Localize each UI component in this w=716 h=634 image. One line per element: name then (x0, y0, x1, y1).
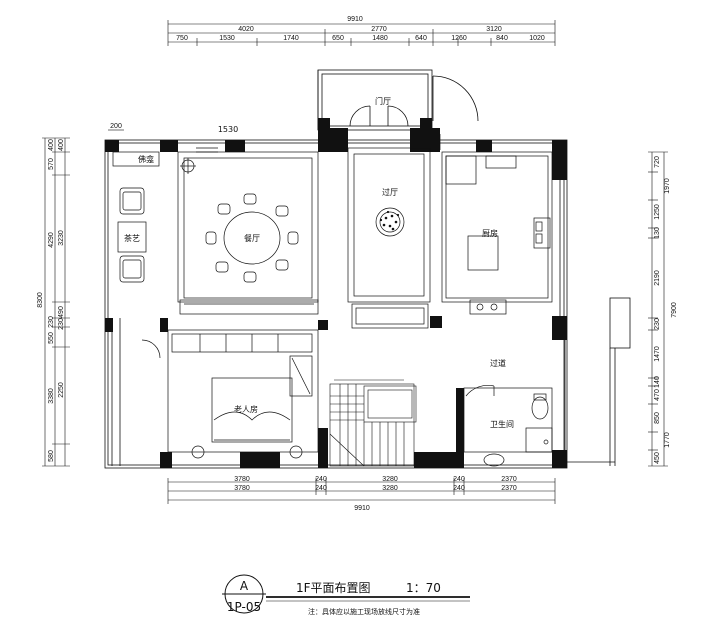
dining-room (177, 147, 319, 315)
dim-left-o6: 3380 (48, 388, 55, 404)
dim-bot-r2-4: 240 (453, 485, 465, 492)
dim-right-total: 7900 (671, 302, 678, 318)
bathroom (463, 385, 553, 467)
dim-left-i4: 230 (58, 318, 65, 330)
bottom-dimensions (167, 478, 556, 504)
room-elder-label: 老人房 (234, 404, 258, 414)
dim-top-r3-5: 1480 (372, 35, 388, 42)
dim-right-9: 470 (654, 389, 661, 401)
room-bathroom-label: 卫生间 (490, 419, 514, 429)
room-dining-label: 餐厅 (244, 234, 260, 243)
dim-top-r2-1: 4020 (238, 26, 254, 33)
dim-bot-r1-4: 240 (453, 476, 465, 483)
dim-bot-r1-5: 2370 (501, 476, 517, 483)
title-block (222, 574, 470, 614)
dim-top-r3-1: 750 (176, 35, 188, 42)
dim-left-total: 8300 (37, 292, 44, 308)
hall-planter (379, 210, 400, 231)
dim-offset-200: 200 (110, 123, 122, 130)
dim-top-r3-6: 640 (415, 35, 427, 42)
dim-top-r3-7: 1260 (451, 35, 467, 42)
foyer (317, 69, 479, 131)
dim-right-5: 2190 (654, 270, 661, 286)
dim-right-8: 140 (654, 376, 661, 388)
dim-right-4: 130 (654, 227, 661, 239)
dim-left-i1: 400 (58, 139, 65, 151)
dim-top-r2-3: 3120 (486, 26, 502, 33)
dim-top-total: 9910 (347, 16, 363, 23)
title-main: 1F平面布置图 (296, 581, 371, 595)
dim-bot-r1-1: 3780 (234, 476, 250, 483)
dim-right-1: 720 (654, 156, 661, 168)
tea-room (112, 151, 160, 283)
dim-top-r3-4: 650 (332, 35, 344, 42)
dim-right-10: 850 (654, 412, 661, 424)
top-dimensions (167, 20, 556, 46)
dim-right-3: 1250 (654, 204, 661, 220)
left-dimensions (42, 137, 70, 467)
window-1530-label: 1530 (218, 125, 238, 134)
foyer-wall-posts (318, 118, 432, 130)
dim-bot-r2-2: 240 (315, 485, 327, 492)
dim-bot-r2-1: 3780 (234, 485, 250, 492)
dim-left-o4: 230 (48, 316, 55, 328)
dim-left-o3: 4290 (48, 232, 55, 248)
dim-left-o7: 580 (48, 450, 55, 462)
dim-left-i3: 490 (58, 306, 65, 318)
dim-right-11: 1770 (664, 432, 671, 448)
dim-right-12: 450 (654, 452, 661, 464)
dim-right-6: 230 (654, 318, 661, 330)
room-tea-label: 茶艺 (124, 233, 140, 243)
title-note: 注：具体应以施工现场放线尺寸为准 (308, 607, 420, 616)
room-shrine-label: 佛龛 (138, 154, 154, 164)
dim-left-i5: 2250 (58, 382, 65, 398)
dim-top-r3-2: 1530 (219, 35, 235, 42)
hall (347, 147, 431, 329)
dim-top-r2-2: 2770 (371, 26, 387, 33)
title-scale: 1：70 (406, 581, 441, 595)
dim-top-r3-3: 1740 (283, 35, 299, 42)
dim-top-r3-9: 1020 (529, 35, 545, 42)
elder-room (141, 329, 319, 459)
dim-bot-r1-2: 240 (315, 476, 327, 483)
staircase (329, 379, 417, 467)
title-sheet-code: 1P-05 (227, 600, 261, 614)
dim-bot-total: 9910 (354, 505, 370, 512)
dim-right-2: 1970 (664, 178, 671, 194)
dim-bot-r1-3: 3280 (382, 476, 398, 483)
kitchen (439, 134, 553, 315)
room-kitchen-label: 厨房 (482, 228, 498, 238)
dim-right-7: 1470 (654, 346, 661, 362)
right-dimensions (648, 151, 668, 467)
dim-top-r3-8: 840 (496, 35, 508, 42)
dim-left-o1: 400 (48, 139, 55, 151)
room-hall-label: 过厅 (382, 187, 398, 197)
dim-bot-r2-3: 3280 (382, 485, 398, 492)
room-foyer-label: 门厅 (375, 96, 391, 106)
title-bubble-letter: A (240, 579, 249, 593)
dim-left-o5: 550 (48, 332, 55, 344)
dim-left-o2: 570 (48, 158, 55, 170)
room-corridor-label: 过道 (490, 358, 506, 368)
walls (105, 128, 567, 468)
dim-bot-r2-5: 2370 (501, 485, 517, 492)
dim-left-i2: 3230 (58, 230, 65, 246)
